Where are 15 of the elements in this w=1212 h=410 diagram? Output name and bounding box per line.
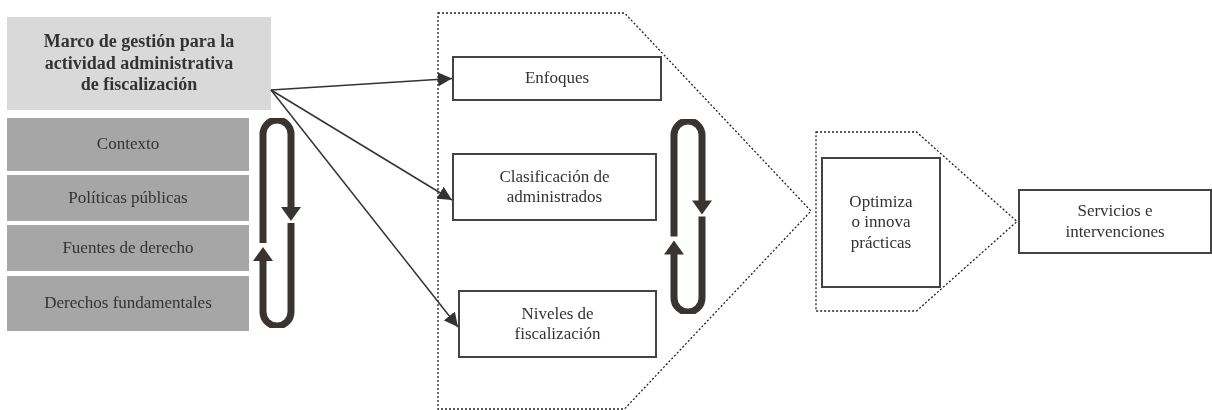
- context-band: Políticas públicas: [7, 175, 249, 221]
- context-band: Contexto: [7, 118, 249, 171]
- chevron-outline: [815, 131, 1018, 312]
- arrow: [270, 72, 453, 91]
- process-box: Clasificación de administrados: [452, 153, 657, 221]
- process-box: Servicios e intervenciones: [1018, 189, 1212, 254]
- chevron-outline: [437, 12, 812, 410]
- arrow: [270, 89, 459, 328]
- arrow: [270, 89, 453, 201]
- process-box: Niveles de fiscalización: [458, 290, 657, 358]
- process-box: Enfoques: [452, 56, 662, 101]
- context-band: Derechos fundamentales: [7, 276, 249, 331]
- process-box: Optimiza o innova prácticas: [821, 157, 941, 288]
- heading-box: Marco de gestión para la actividad administrativa de fiscalización: [7, 17, 271, 110]
- context-band: Fuentes de derecho: [7, 225, 249, 271]
